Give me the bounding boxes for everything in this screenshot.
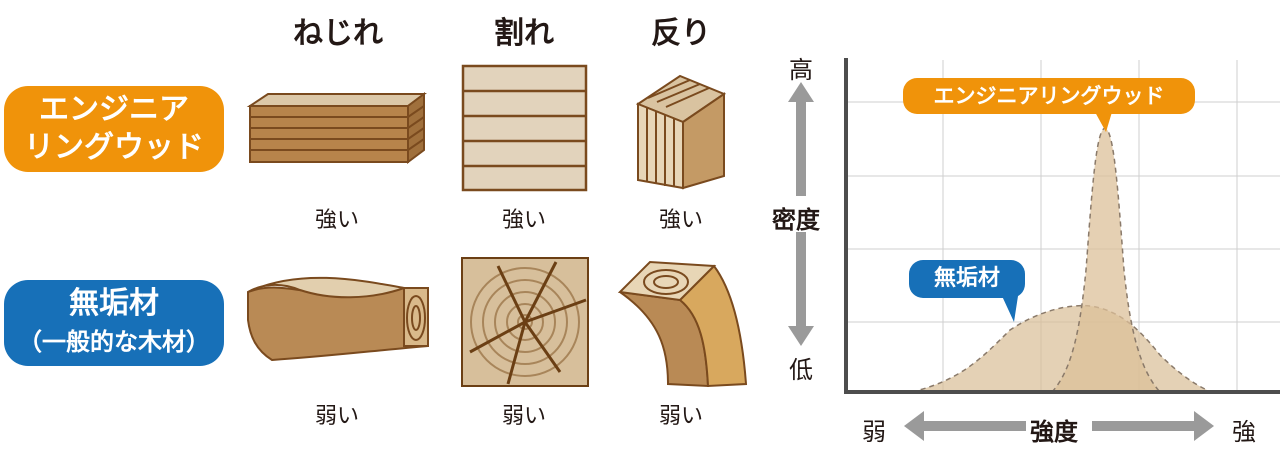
engineering-wood-callout: エンジニアリングウッド xyxy=(903,78,1195,114)
solid-label-line1: 無垢材 xyxy=(69,286,159,321)
x-left-label: 弱 xyxy=(862,418,886,446)
result-engineering-crack: 強い xyxy=(501,208,546,233)
glulam-block-illustration xyxy=(635,74,727,190)
twisted-plank-illustration xyxy=(247,276,429,362)
result-engineering-twist: 強い xyxy=(314,208,359,233)
result-solid-warp: 弱い xyxy=(658,404,703,429)
solid-wood-callout: 無垢材 xyxy=(909,260,1025,298)
result-solid-crack: 弱い xyxy=(501,404,546,429)
x-arrow xyxy=(904,411,1214,441)
y-axis-title: 密度 xyxy=(772,206,820,234)
header-crack: 割れ xyxy=(494,16,554,51)
layered-plank-illustration xyxy=(246,92,427,164)
engineering-callout-pointer xyxy=(1095,112,1112,132)
y-arrow xyxy=(788,82,814,346)
result-engineering-warp: 強い xyxy=(658,208,703,233)
y-top-label: 高 xyxy=(789,56,813,84)
laminated-board-illustration xyxy=(461,64,588,192)
header-warp: 反り xyxy=(651,16,711,51)
y-bottom-label: 低 xyxy=(789,356,813,384)
header-twist: ねじれ xyxy=(293,16,383,51)
engineering-wood-label: エンジニア リングウッド xyxy=(4,86,224,172)
engineering-label-line1: エンジニア xyxy=(39,92,189,127)
x-axis-title: 強度 xyxy=(1030,418,1078,446)
result-solid-twist: 弱い xyxy=(314,404,359,429)
solid-label-line2: （一般的な木材） xyxy=(18,328,210,356)
solid-wood-label: 無垢材 （一般的な木材） xyxy=(4,280,224,366)
x-right-label: 強 xyxy=(1232,418,1256,446)
solid-callout-pointer xyxy=(1002,296,1018,322)
cracked-log-illustration xyxy=(461,257,589,387)
engineering-label-line2: リングウッド xyxy=(24,130,204,165)
warped-post-illustration xyxy=(617,260,748,388)
